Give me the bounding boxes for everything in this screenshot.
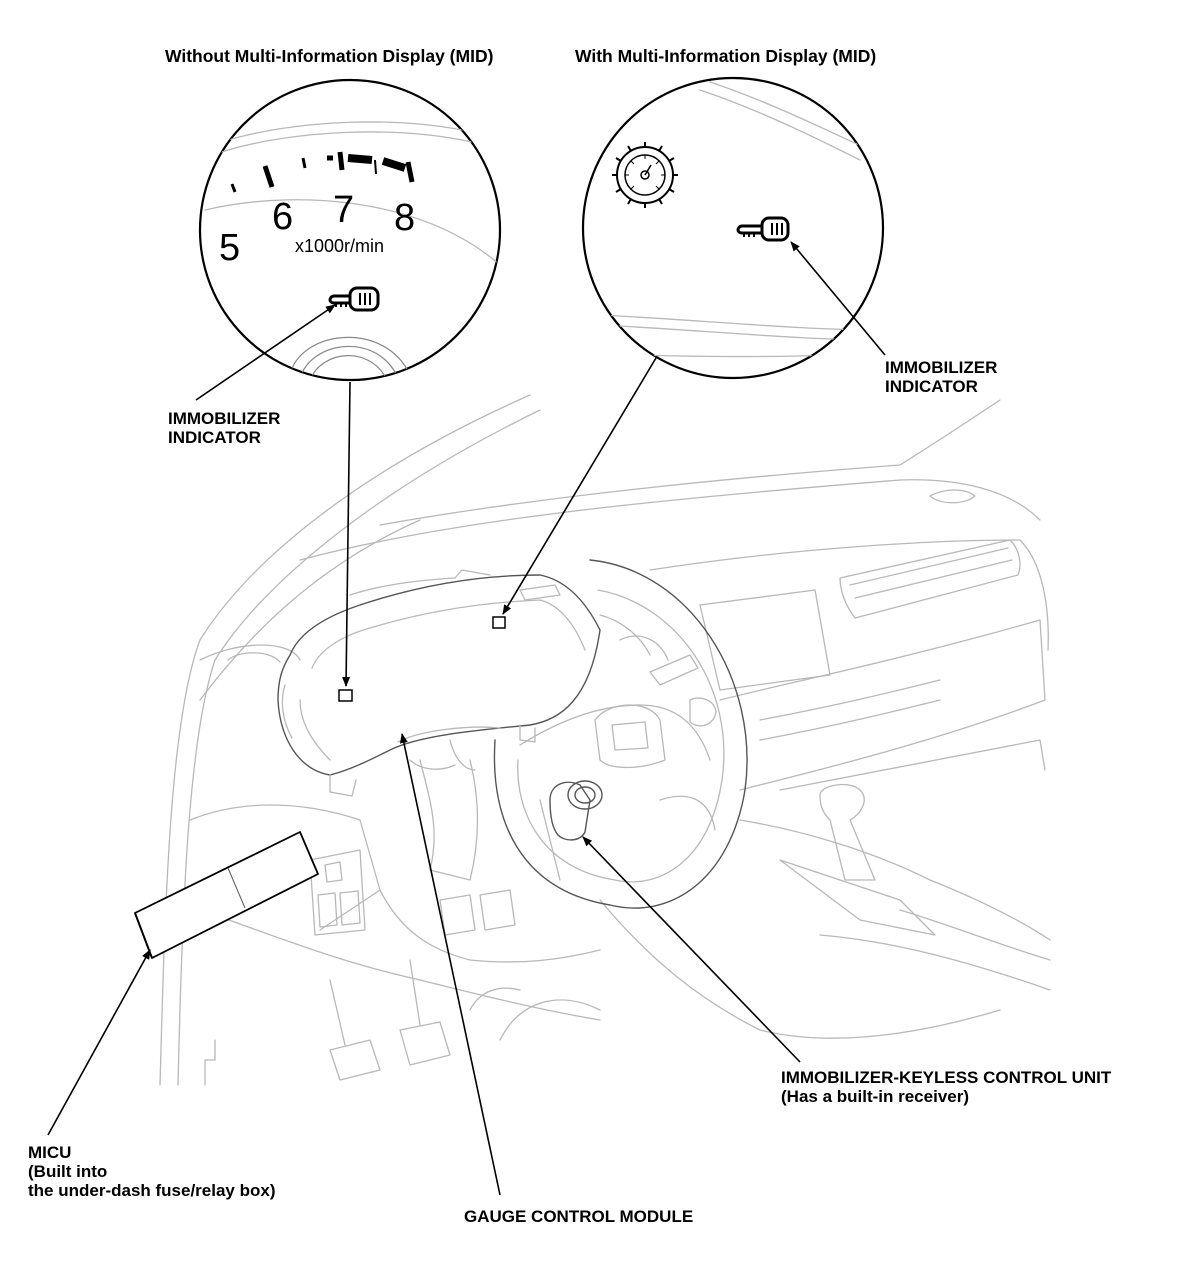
label-immobilizer-indicator-left: IMMOBILIZER INDICATOR [168, 409, 280, 447]
label-line: IMMOBILIZER [885, 358, 998, 377]
cluster-indicator-right-marker [492, 616, 506, 629]
label-line: INDICATOR [168, 428, 261, 447]
leader-micu [47, 949, 151, 1136]
label-micu: MICU (Built into the under-dash fuse/rel… [28, 1143, 276, 1200]
leader-left-circle-to-cluster [342, 381, 351, 687]
leader-keyless-unit [582, 836, 801, 1063]
label-immobilizer-keyless-control-unit: IMMOBILIZER-KEYLESS CONTROL UNIT (Has a … [781, 1068, 1111, 1106]
key-indicator-icon [328, 286, 380, 312]
leader-immobilizer-left [195, 304, 336, 401]
car-interior-drawing [159, 394, 1051, 1086]
gauge-number-6: 6 [272, 196, 293, 238]
leader-lines [47, 241, 886, 1196]
label-line: IMMOBILIZER [168, 409, 281, 428]
speedometer-icon [612, 142, 678, 208]
leader-gauge-control-module [399, 733, 501, 1196]
gauge-number-7: 7 [333, 189, 354, 231]
label-line: (Has a built-in receiver) [781, 1087, 970, 1106]
header-with-mid: With Multi-Information Display (MID) [575, 46, 877, 66]
label-gauge-control-module: GAUGE CONTROL MODULE [464, 1207, 694, 1226]
gauge-number-5: 5 [219, 227, 240, 269]
label-line: (Built into [28, 1162, 108, 1181]
label-line: the under-dash fuse/relay box) [28, 1181, 276, 1200]
label-line: MICU [28, 1143, 72, 1162]
leader-immobilizer-right [790, 241, 886, 356]
zoom-circle-right [581, 76, 885, 380]
header-without-mid: Without Multi-Information Display (MID) [165, 46, 494, 66]
gauge-unit: x1000r/min [295, 236, 384, 256]
micu-box [134, 831, 319, 959]
key-indicator-icon-mid [736, 216, 790, 242]
leader-right-circle-to-cluster [502, 357, 657, 615]
label-line: INDICATOR [885, 377, 978, 396]
gauge-number-8: 8 [394, 197, 415, 239]
label-immobilizer-indicator-right: IMMOBILIZER INDICATOR [885, 358, 997, 396]
cluster-indicator-left-marker [338, 689, 353, 702]
label-line: IMMOBILIZER-KEYLESS CONTROL UNIT [781, 1068, 1112, 1087]
zoom-circle-left: 5 6 7 8 x1000r/min [198, 78, 502, 382]
